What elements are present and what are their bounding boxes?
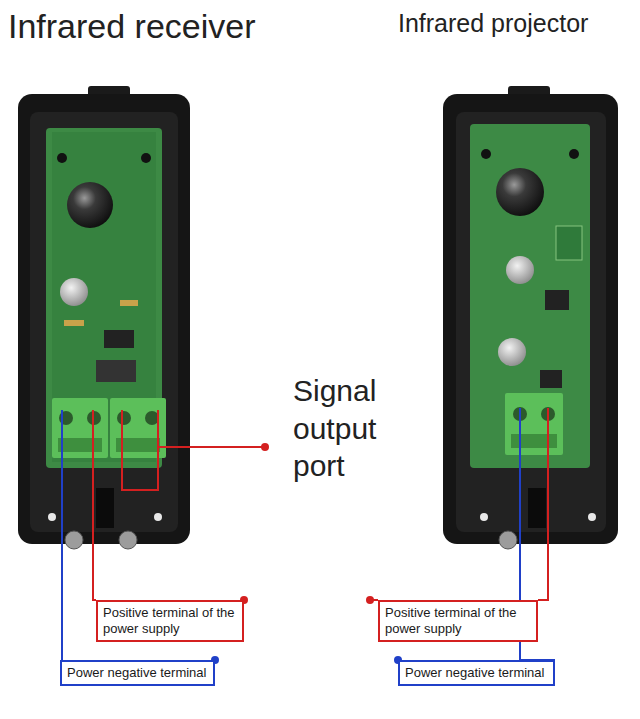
signal-wire	[122, 410, 158, 490]
negative-wire	[61, 410, 63, 660]
device-heading: Infrared receiver	[8, 6, 368, 47]
terminal-label-text: Power negative terminal	[67, 665, 208, 681]
terminal-label-box: Power negative terminal	[60, 660, 215, 686]
terminal-label-box: Positive terminal of the power supply	[96, 600, 244, 642]
label-text: Infrared receiver	[8, 7, 256, 45]
terminal-label-text: Positive terminal of the power supply	[385, 605, 531, 637]
positive-wire	[93, 410, 96, 600]
callout-label: Signal output port	[293, 372, 418, 485]
positive-wire	[538, 408, 548, 600]
terminal-label-text: Positive terminal of the power supply	[103, 605, 237, 637]
wiring	[62, 408, 555, 660]
leader-dot	[261, 443, 269, 451]
projector-housing	[443, 86, 618, 549]
leader-dot	[366, 596, 374, 604]
label-text: Signal output port	[293, 374, 376, 482]
label-text: Infrared projector	[398, 9, 588, 37]
device-heading: Infrared projector	[398, 8, 634, 38]
terminal-label-box: Power negative terminal	[398, 660, 555, 686]
signal-leader	[158, 446, 265, 448]
receiver-housing	[18, 86, 190, 549]
terminal-label-text: Power negative terminal	[405, 665, 548, 681]
terminal-label-box: Positive terminal of the power supply	[378, 600, 538, 642]
